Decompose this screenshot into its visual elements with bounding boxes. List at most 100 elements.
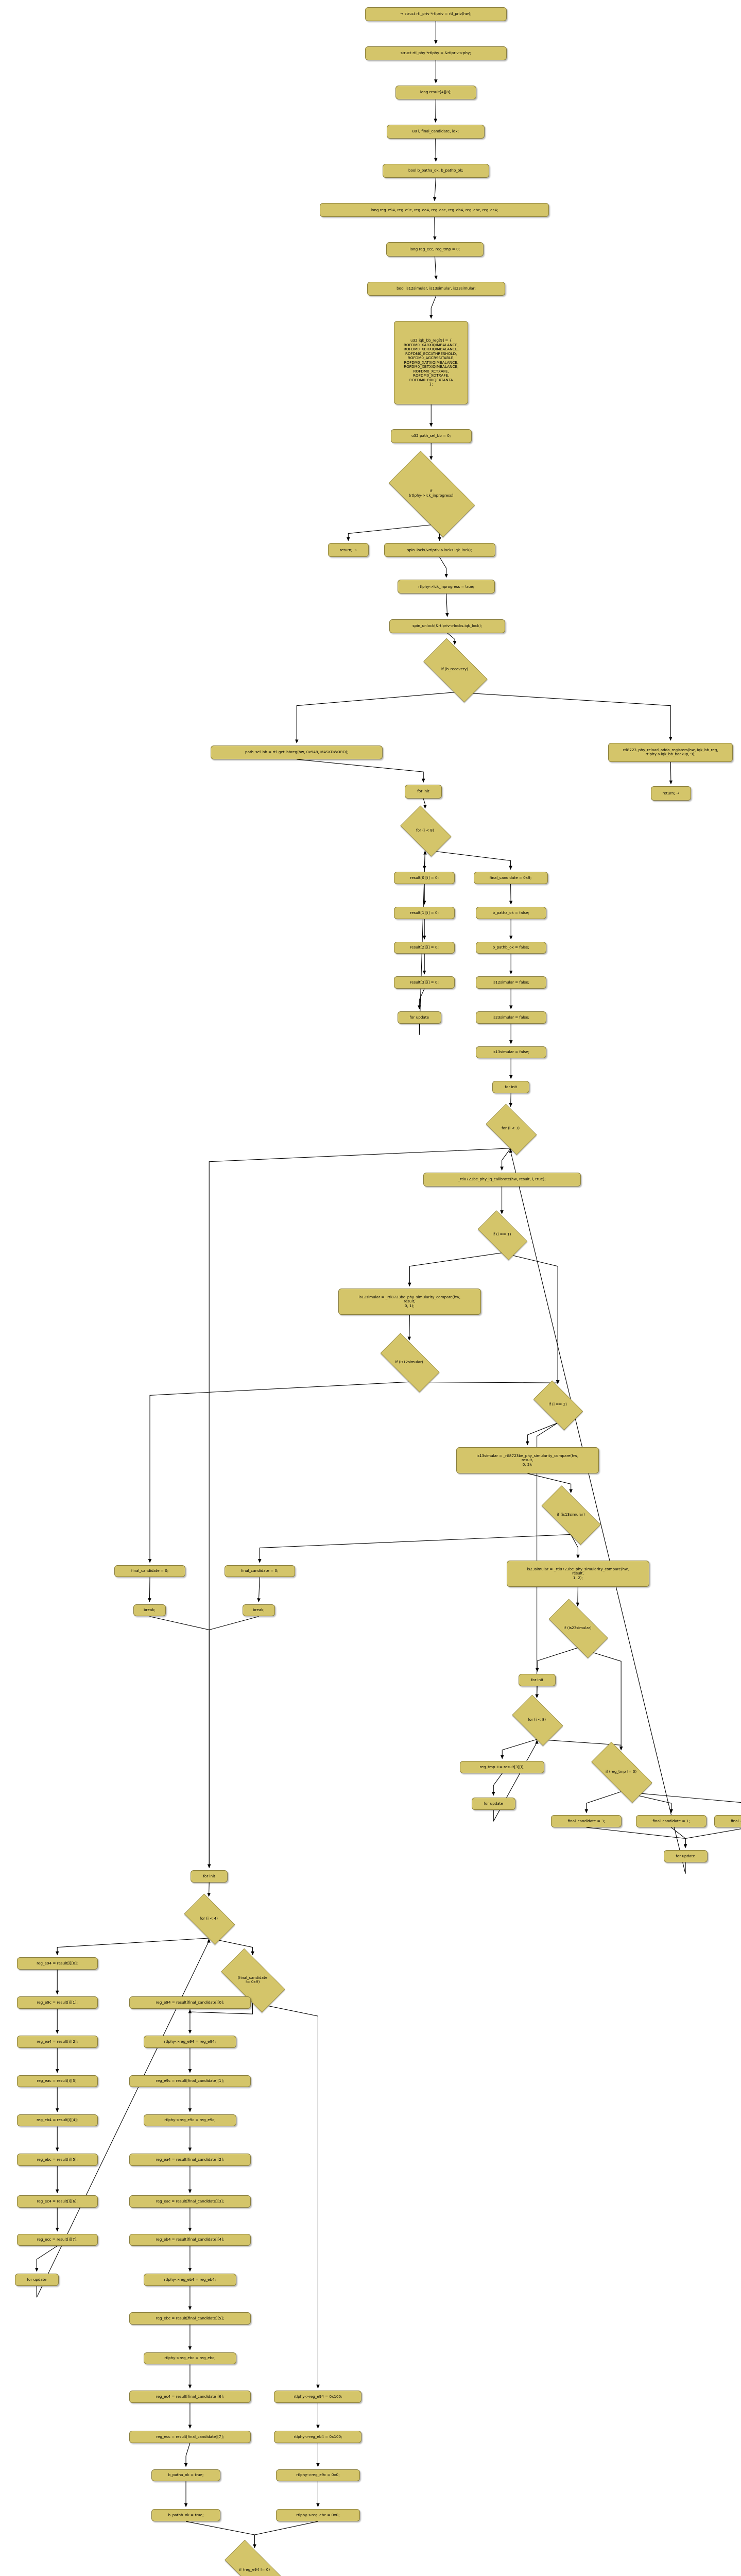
process-node[interactable]: result[1][i] = 0; <box>394 906 455 919</box>
process-node[interactable]: result[2][i] = 0; <box>394 941 455 954</box>
node-label: if (rtlphy->lck_inprogress) <box>408 488 454 498</box>
process-node[interactable]: is12simular = false; <box>475 976 546 989</box>
process-node[interactable]: b_patha_ok = true; <box>151 2469 220 2482</box>
process-node[interactable]: reg_e9c = result[final_candidate][1]; <box>129 2075 251 2088</box>
process-node[interactable]: struct rtl_phy *rtlphy = &rtlpriv->phy; <box>365 46 507 60</box>
node-label: rtlphy->lck_inprogress = true; <box>418 584 474 589</box>
process-node[interactable]: path_sel_bb = rtl_get_bbreg(hw, 0x948, M… <box>211 745 383 759</box>
process-node[interactable]: is13simular = _rtl8723be_phy_simularity_… <box>456 1447 599 1473</box>
decision-node[interactable]: if (is13simular) <box>532 1485 609 1545</box>
process-node[interactable]: reg_e9c = result[i][1]; <box>16 1996 98 2009</box>
decision-node[interactable]: if (rtlphy->lck_inprogress) <box>377 451 485 537</box>
process-node[interactable]: rtlphy->reg_ebc = reg_ebc; <box>143 2352 237 2365</box>
decision-node[interactable]: (final_candidate != 0xff) <box>212 1948 293 2013</box>
process-node[interactable]: for update <box>397 1011 441 1024</box>
process-node[interactable]: for update <box>471 1798 515 1810</box>
decision-node[interactable]: if (i == 1) <box>472 1210 532 1260</box>
flow-edge <box>407 1314 411 1341</box>
process-node[interactable]: long result[4][8]; <box>395 85 476 99</box>
process-node[interactable]: result[0][i] = 0; <box>394 872 455 884</box>
decision-node[interactable]: for (i < 8) <box>395 805 456 857</box>
process-node[interactable]: reg_e94 = result[final_candidate][0]; <box>129 1996 251 2009</box>
process-node[interactable]: reg_ecc = result[final_candidate][7]; <box>129 2431 251 2443</box>
flow-edge <box>500 1739 537 1759</box>
process-node[interactable]: return; → <box>650 786 692 801</box>
process-node[interactable]: reg_eb4 = result[i][4]; <box>16 2114 98 2127</box>
decision-node[interactable]: for (i < 3) <box>480 1104 541 1155</box>
process-node[interactable]: for update <box>14 2274 59 2286</box>
process-node[interactable]: → struct rtl_priv *rtlpriv = rtl_priv(hw… <box>365 7 507 21</box>
process-node[interactable]: is23simular = false; <box>475 1011 546 1024</box>
process-node[interactable]: break; <box>242 1604 275 1617</box>
process-node[interactable]: reg_ec4 = result[i][6]; <box>16 2195 98 2208</box>
process-node[interactable]: reg_ec4 = result[final_candidate][6]; <box>129 2391 251 2403</box>
node-label: reg_eac = result[i][3]; <box>37 2078 78 2083</box>
process-node[interactable]: rtlphy->reg_e9c = reg_e9c; <box>143 2114 237 2127</box>
process-node[interactable]: is13simular = false; <box>475 1046 546 1059</box>
process-node[interactable]: result[3][i] = 0; <box>394 976 455 989</box>
process-node[interactable]: for init <box>492 1081 530 1094</box>
decision-node[interactable]: if (b_recovery) <box>415 638 495 702</box>
flow-edge <box>577 1647 623 1751</box>
process-node[interactable]: reg_eb4 = result[final_candidate][4]; <box>129 2233 251 2246</box>
process-node[interactable]: reg_ea4 = result[i][2]; <box>16 2036 98 2048</box>
process-node[interactable]: final_candidate = 1; <box>635 1815 707 1828</box>
process-node[interactable]: rtlphy->reg_e94 = 0x100; <box>274 2391 362 2403</box>
process-node[interactable]: b_pathb_ok = false; <box>475 941 546 954</box>
node-label: u32 iqk_bb_reg[9] = { ROFDM0_XARXIQIMBAL… <box>403 338 459 387</box>
process-node[interactable]: long reg_ecc, reg_tmp = 0; <box>386 242 484 257</box>
process-node[interactable]: final_candidate = 3; <box>551 1815 622 1828</box>
process-node[interactable]: u32 iqk_bb_reg[9] = { ROFDM0_XARXIQIMBAL… <box>394 320 469 405</box>
process-node[interactable]: reg_e94 = result[i][0]; <box>16 1957 98 1970</box>
process-node[interactable]: rtlphy->reg_e9c = 0x0; <box>276 2469 360 2482</box>
process-node[interactable]: rtl8723_phy_reload_adda_registers(hw, iq… <box>608 742 733 762</box>
process-node[interactable]: b_pathb_ok = true; <box>151 2509 220 2522</box>
process-node[interactable]: reg_ebc = result[i][5]; <box>16 2153 98 2166</box>
process-node[interactable]: for update <box>663 1850 708 1862</box>
process-node[interactable]: for init <box>405 785 442 799</box>
process-node[interactable]: final_candidate = 0; <box>224 1565 295 1578</box>
decision-node[interactable]: if (i == 2) <box>527 1380 588 1430</box>
process-node[interactable]: rtlphy->reg_eb4 = 0x100; <box>274 2431 362 2443</box>
process-node[interactable]: reg_ebc = result[final_candidate][5]; <box>129 2312 251 2325</box>
process-node[interactable]: spin_unlock(&rtlpriv->locks.iqk_lock); <box>389 619 506 633</box>
process-node[interactable]: _rtl8723be_phy_iq_calibrate(hw, result, … <box>423 1173 581 1187</box>
process-node[interactable]: reg_tmp += result[3][i]; <box>460 1761 544 1774</box>
process-node[interactable]: bool is12simular, is13simular, is23simul… <box>367 281 506 296</box>
process-node[interactable]: rtlphy->lck_inprogress = true; <box>397 580 495 594</box>
process-node[interactable]: final_candidate = 0; <box>114 1565 185 1578</box>
process-node[interactable]: b_patha_ok = false; <box>475 906 546 919</box>
flow-edge <box>207 1148 511 1869</box>
process-node[interactable]: u8 i, final_candidate, idx; <box>386 124 485 139</box>
process-node[interactable]: rtlphy->reg_ebc = 0x0; <box>276 2509 360 2522</box>
process-node[interactable]: spin_lock(&rtlpriv->locks.iqk_lock); <box>384 543 495 557</box>
process-node[interactable]: for init <box>519 1674 556 1686</box>
process-node[interactable]: return; → <box>328 543 369 557</box>
process-node[interactable]: for init <box>191 1870 228 1883</box>
node-label: struct rtl_phy *rtlphy = &rtlpriv->phy; <box>400 50 471 55</box>
process-node[interactable]: final_candidate = 0xff; <box>473 872 548 884</box>
decision-node[interactable]: if (is23simular) <box>539 1599 616 1658</box>
node-label: reg_ebc = result[i][5]; <box>37 2157 78 2162</box>
decision-node[interactable]: for (i < 4) <box>179 1893 239 1945</box>
process-node[interactable]: final_candidate = 3; <box>714 1815 741 1828</box>
process-node[interactable]: bool b_patha_ok, b_pathb_ok; <box>383 164 489 178</box>
process-node[interactable]: reg_eac = result[final_candidate][3]; <box>129 2195 251 2208</box>
process-node[interactable]: reg_ecc = result[i][7]; <box>16 2233 98 2246</box>
node-label: b_pathb_ok = true; <box>168 2512 204 2517</box>
process-node[interactable]: reg_eac = result[i][3]; <box>16 2075 98 2088</box>
process-node[interactable]: reg_ea4 = result[final_candidate][2]; <box>129 2153 251 2166</box>
decision-node[interactable]: if (reg_tmp != 0) <box>581 1742 662 1803</box>
process-node[interactable]: is23simular = _rtl8723be_phy_simularity_… <box>506 1561 650 1587</box>
decision-node[interactable]: if (is12simular) <box>371 1333 448 1393</box>
node-label: spin_lock(&rtlpriv->locks.iqk_lock); <box>407 547 472 552</box>
process-node[interactable]: is12simular = _rtl8723be_phy_simularity_… <box>338 1289 481 1315</box>
process-node[interactable]: u32 path_sel_bb = 0; <box>390 429 472 443</box>
decision-node[interactable]: for (i < 8) <box>507 1694 567 1746</box>
process-node[interactable]: rtlphy->reg_e94 = reg_e94; <box>143 2036 237 2048</box>
process-node[interactable]: long reg_e94, reg_e9c, reg_ea4, reg_eac,… <box>320 203 549 217</box>
decision-node[interactable]: if (reg_e94 != 0) <box>214 2539 295 2576</box>
process-node[interactable]: rtlphy->reg_eb4 = reg_eb4; <box>143 2274 237 2286</box>
process-node[interactable]: break; <box>133 1604 166 1617</box>
node-label: for (i < 4) <box>200 1916 218 1921</box>
